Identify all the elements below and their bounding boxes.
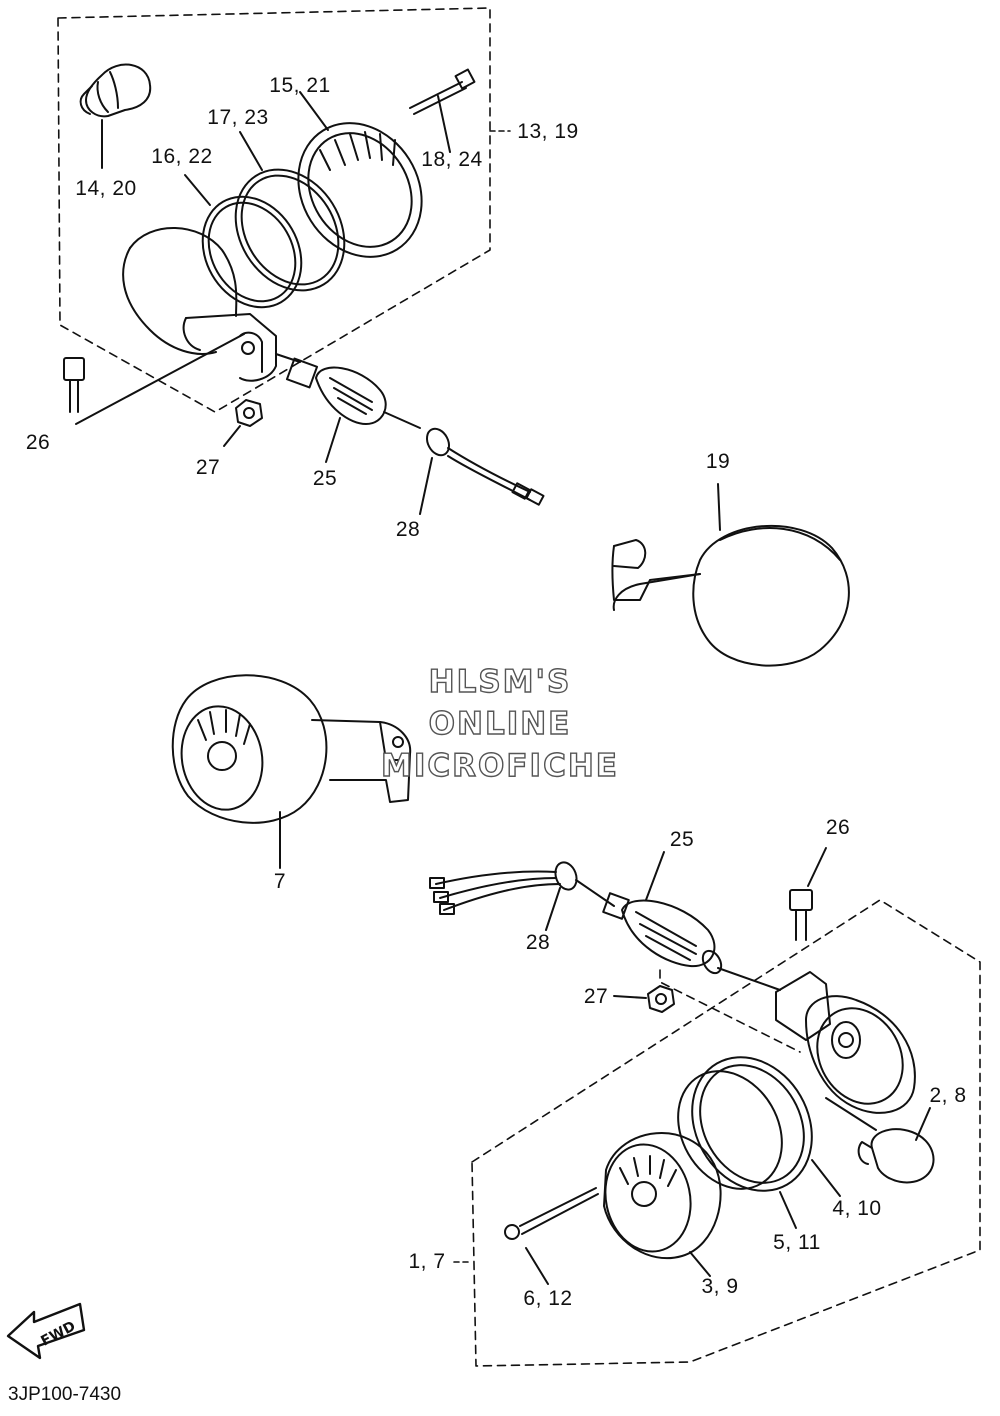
- callout-4-10: 4, 10: [832, 1197, 882, 1220]
- callout-25-upper: 25: [312, 467, 338, 490]
- callout-27-lower: 27: [583, 985, 609, 1008]
- callout-2-8: 2, 8: [929, 1084, 967, 1107]
- callout-13-19: 13, 19: [517, 120, 579, 143]
- callout-17-23: 17, 23: [207, 106, 269, 129]
- housing-upper: [122, 227, 277, 382]
- lower-assembly-boundary: [471, 899, 981, 1367]
- turn-signal-19: [611, 483, 850, 667]
- callout-19: 19: [705, 450, 731, 473]
- bulb-icon-upper: [79, 63, 152, 169]
- bulb-icon-lower: [825, 1097, 935, 1184]
- turn-signal-7: [171, 674, 412, 869]
- callout-1-7: 1, 7: [408, 1250, 446, 1273]
- nut-27-upper: [223, 399, 263, 447]
- upper-assembly-boundary: [57, 7, 491, 413]
- callout-26-upper: 26: [25, 431, 51, 454]
- lens-3-9: [603, 1132, 722, 1277]
- watermark-line-2: ONLINE: [428, 705, 572, 742]
- callout-25-lower: 25: [669, 828, 695, 851]
- part-code: 3JP100-7430: [8, 1384, 122, 1405]
- watermark-line-1: HLSM'S: [428, 663, 572, 700]
- rim-ring-5-11: [677, 1070, 797, 1229]
- callout-18-24: 18, 24: [421, 148, 483, 171]
- grommet-28-lower: [429, 861, 615, 931]
- callout-3-9: 3, 9: [701, 1275, 739, 1298]
- callout-6-12: 6, 12: [523, 1287, 573, 1310]
- callout-5-11: 5, 11: [773, 1231, 821, 1254]
- callout-28-upper: 28: [395, 518, 421, 541]
- bolt-26-upper: [63, 333, 245, 425]
- gasket-ring-17-23: [234, 131, 346, 292]
- socket-25-lower: [602, 851, 781, 991]
- screw-18-24: [409, 68, 476, 153]
- callout-7: 7: [273, 870, 287, 893]
- callout-16-22: 16, 22: [151, 145, 213, 168]
- callout-14-20: 14, 20: [75, 177, 137, 200]
- callout-15-21: 15, 21: [269, 74, 331, 97]
- gasket-ring-4-10: [691, 1056, 841, 1197]
- housing-lower: [775, 971, 916, 1114]
- lens-15-21: [297, 91, 423, 258]
- fwd-arrow-icon: [6, 1302, 86, 1360]
- bolt-26-lower: [789, 847, 827, 941]
- callout-28-lower: 28: [525, 931, 551, 954]
- grommet-28-upper: [419, 427, 545, 515]
- nut-27-lower: [613, 985, 675, 1013]
- watermark-line-3: MICROFICHE: [380, 747, 619, 784]
- callout-26-lower: 26: [825, 816, 851, 839]
- socket-25-upper: [275, 353, 421, 463]
- screw-6-12: [504, 1187, 599, 1285]
- callout-27-upper: 27: [195, 456, 221, 479]
- rim-ring-16-22: [184, 174, 303, 309]
